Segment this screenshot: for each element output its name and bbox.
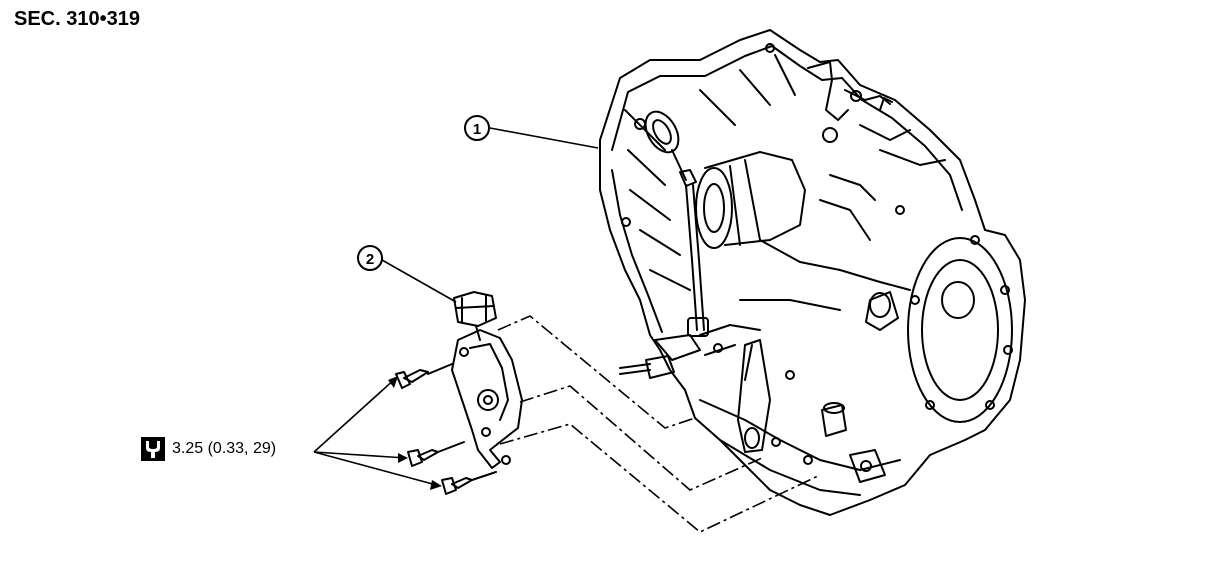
callout-circle-icon [464, 115, 490, 141]
bolt-upper [395, 363, 453, 389]
torque-value: 3.25 (0.33, 29) [172, 440, 277, 457]
torque-leader-lower [313, 451, 441, 487]
arrowhead-upper [388, 376, 398, 388]
assembly-guide-lines [497, 315, 819, 533]
torque-leader-middle [313, 451, 407, 459]
callout-1: 1 [464, 115, 490, 141]
callout-number: 2 [366, 251, 374, 268]
bolt-lower [441, 471, 497, 495]
torque-wrench-icon [141, 437, 165, 461]
section-title: SEC. 310•319 [14, 8, 140, 30]
park-neutral-position-switch [451, 291, 523, 469]
leader-line-2 [381, 259, 457, 303]
arrowhead-middle [398, 453, 408, 463]
callout-number: 1 [473, 121, 481, 138]
transaxle-assembly [599, 29, 1026, 516]
torque-spec: 3.25 (0.33, 29) [140, 436, 276, 462]
callout-circle-icon [357, 245, 383, 271]
bolt-middle [407, 441, 465, 467]
callout-2: 2 [357, 245, 383, 271]
torque-leader-upper [313, 377, 397, 453]
arrowhead-lower [430, 480, 442, 490]
leader-line-1 [489, 127, 599, 149]
